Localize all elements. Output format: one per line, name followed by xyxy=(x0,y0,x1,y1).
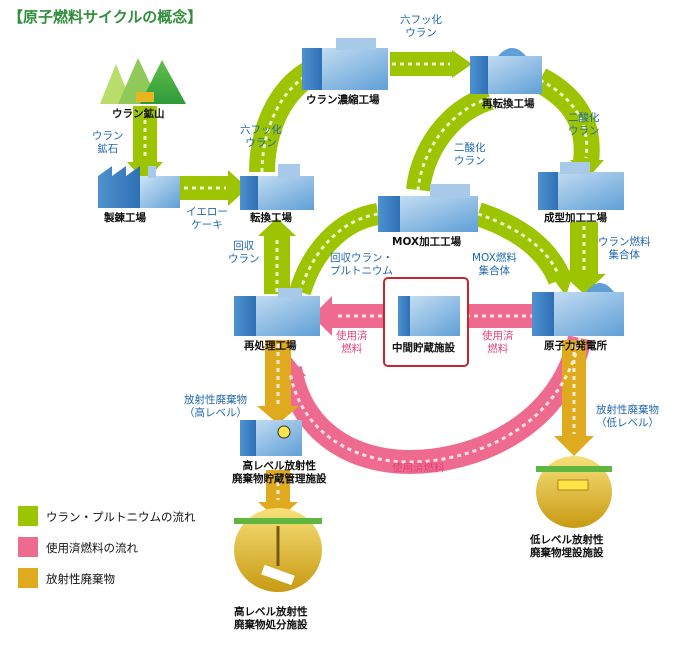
mox-plant-icon xyxy=(378,184,478,232)
conversion-plant-icon xyxy=(240,164,314,210)
label-reprocessing: 再処理工場 xyxy=(244,340,297,352)
flow-label-yellowcake: イエローケーキ xyxy=(186,206,228,231)
flow-enrich-arrowhead xyxy=(452,50,472,78)
flow-label-spent-arc: 使用済燃料 xyxy=(392,462,445,474)
flow-label-hlw: 放射性廃棄物（高レベル） xyxy=(184,394,247,419)
refinery-icon xyxy=(98,166,180,208)
label-fabrication: 成型加工工場 xyxy=(544,212,607,224)
flow-fuel-assembly-arrowhead xyxy=(562,274,606,294)
llw-disposal-icon xyxy=(536,456,612,528)
legend-label-uranium: ウラン・プルトニウムの流れ xyxy=(46,510,196,524)
hlw-disposal-icon xyxy=(234,508,322,592)
label-hlw-disposal: 高レベル放射性廃棄物処分施設 xyxy=(234,606,308,631)
flow-label-recovered-upu: 回収ウラン・プルトニウム xyxy=(330,252,393,277)
label-mox: MOX加工工場 xyxy=(392,236,462,248)
label-conversion: 転換工場 xyxy=(250,212,292,224)
legend-label-waste: 放射性廃棄物 xyxy=(46,572,115,586)
flow-label-spent-left: 使用済燃料 xyxy=(336,330,368,355)
flow-hlw-arrowhead xyxy=(257,406,299,424)
legend-swatch-uranium xyxy=(18,506,38,526)
hlw-storage-icon xyxy=(240,420,302,456)
flow-label-recovered-u: 回収ウラン xyxy=(228,240,260,265)
flow-label-uf6-enrich: 六フッ化ウラン xyxy=(240,124,282,149)
power-plant-icon xyxy=(532,283,624,336)
flow-label-mox-assembly: MOX燃料集合体 xyxy=(472,252,517,277)
label-mine: ウラン鉱山 xyxy=(112,108,165,120)
flow-reconv-to-mox xyxy=(406,86,495,192)
flow-mox-assembly-arrowhead xyxy=(548,270,574,296)
legend-swatch-waste xyxy=(18,568,38,588)
mine-icon xyxy=(100,58,186,104)
flow-label-ore: ウラン鉱石 xyxy=(92,130,124,155)
label-enrichment: ウラン濃縮工場 xyxy=(306,94,380,106)
flow-hlw xyxy=(265,340,291,410)
legend-swatch-spent xyxy=(18,537,38,557)
flow-label-uf6-reconv: 六フッ化ウラン xyxy=(400,14,442,39)
flow-label-fuel-assembly: ウラン燃料集合体 xyxy=(598,236,651,261)
flow-label-spent-right: 使用済燃料 xyxy=(482,330,514,355)
flow-label-uo2-fab: 二酸化ウラン xyxy=(568,112,600,137)
reprocessing-plant-icon xyxy=(234,288,320,336)
page-title: 【原子燃料サイクルの概念】 xyxy=(8,8,203,26)
label-refinery: 製錬工場 xyxy=(104,212,146,224)
reconversion-plant-icon xyxy=(470,48,542,94)
fabrication-plant-icon xyxy=(538,162,624,210)
label-llw-disposal: 低レベル放射性廃棄物埋設施設 xyxy=(530,534,604,559)
label-hlw-storage: 高レベル放射性廃棄物貯蔵管理施設 xyxy=(232,460,327,485)
label-interim-storage: 中間貯蔵施設 xyxy=(392,342,455,354)
flow-label-llw: 放射性廃棄物（低レベル） xyxy=(596,404,659,429)
legend-label-spent: 使用済燃料の流れ xyxy=(46,541,138,555)
flow-yellowcake-arrowhead xyxy=(228,170,248,206)
label-power-plant: 原子力発電所 xyxy=(544,340,607,352)
enrichment-plant-icon xyxy=(302,38,388,90)
radioactive-waste-flows xyxy=(257,340,594,520)
flow-dots xyxy=(143,62,589,500)
interim-storage-icon xyxy=(383,277,469,367)
flow-label-uo2-mox: 二酸化ウラン xyxy=(454,142,486,167)
flow-llw-arrowhead xyxy=(554,436,594,456)
flow-recovered-u-arrowhead xyxy=(258,218,296,236)
label-reconversion: 再転換工場 xyxy=(482,98,535,110)
flow-spent-straight-arrowhead xyxy=(312,296,332,336)
